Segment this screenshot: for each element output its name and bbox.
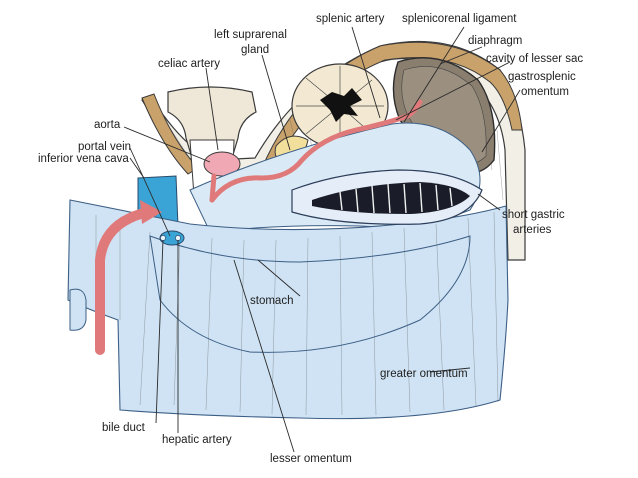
label-splenic-artery: splenic artery [316,13,385,25]
label-stomach: stomach [250,295,293,307]
label-bile-duct: bile duct [102,422,146,434]
label-gastrosplenic-omentum-line1: gastrosplenic [508,71,576,83]
label-short-gastric-arteries-line2: arteries [513,224,552,236]
label-diaphragm: diaphragm [468,35,522,47]
label-inferior-vena-cava: inferior vena cava [38,153,129,165]
hepatic-artery-arrow [95,207,153,355]
celiac-artery [209,173,217,203]
label-celiac-artery: celiac artery [158,58,220,70]
stomach-outline [149,235,471,353]
splenic-artery [209,99,423,203]
label-splenicorenal-ligament: splenicorenal ligament [402,13,517,25]
label-hepatic-artery: hepatic artery [162,434,232,446]
label-greater-omentum: greater omentum [380,368,468,380]
label-portal-vein: portal vein [78,141,131,153]
left-tube [69,288,87,331]
label-cavity-of-lesser-sac: cavity of lesser sac [486,53,583,65]
label-aorta: aorta [94,119,121,131]
label-lesser-omentum: lesser omentum [270,453,352,465]
label-gastrosplenic-omentum-line2: omentum [521,86,569,98]
greater-omentum-sheet [67,199,509,420]
gastric-rugae [339,182,453,214]
label-left-suprarenal-gland-line1: left suprarenal [214,29,287,41]
hepatic-artery [175,235,181,241]
stomach-lumen [312,182,470,214]
leader-lines [123,26,521,453]
bile-duct [160,235,166,241]
hepatic-artery-arrowhead [140,200,162,224]
label-left-suprarenal-gland-line2: gland [241,44,269,56]
label-short-gastric-arteries-line1: short gastric [502,209,565,221]
renal-pelvis [320,88,362,122]
